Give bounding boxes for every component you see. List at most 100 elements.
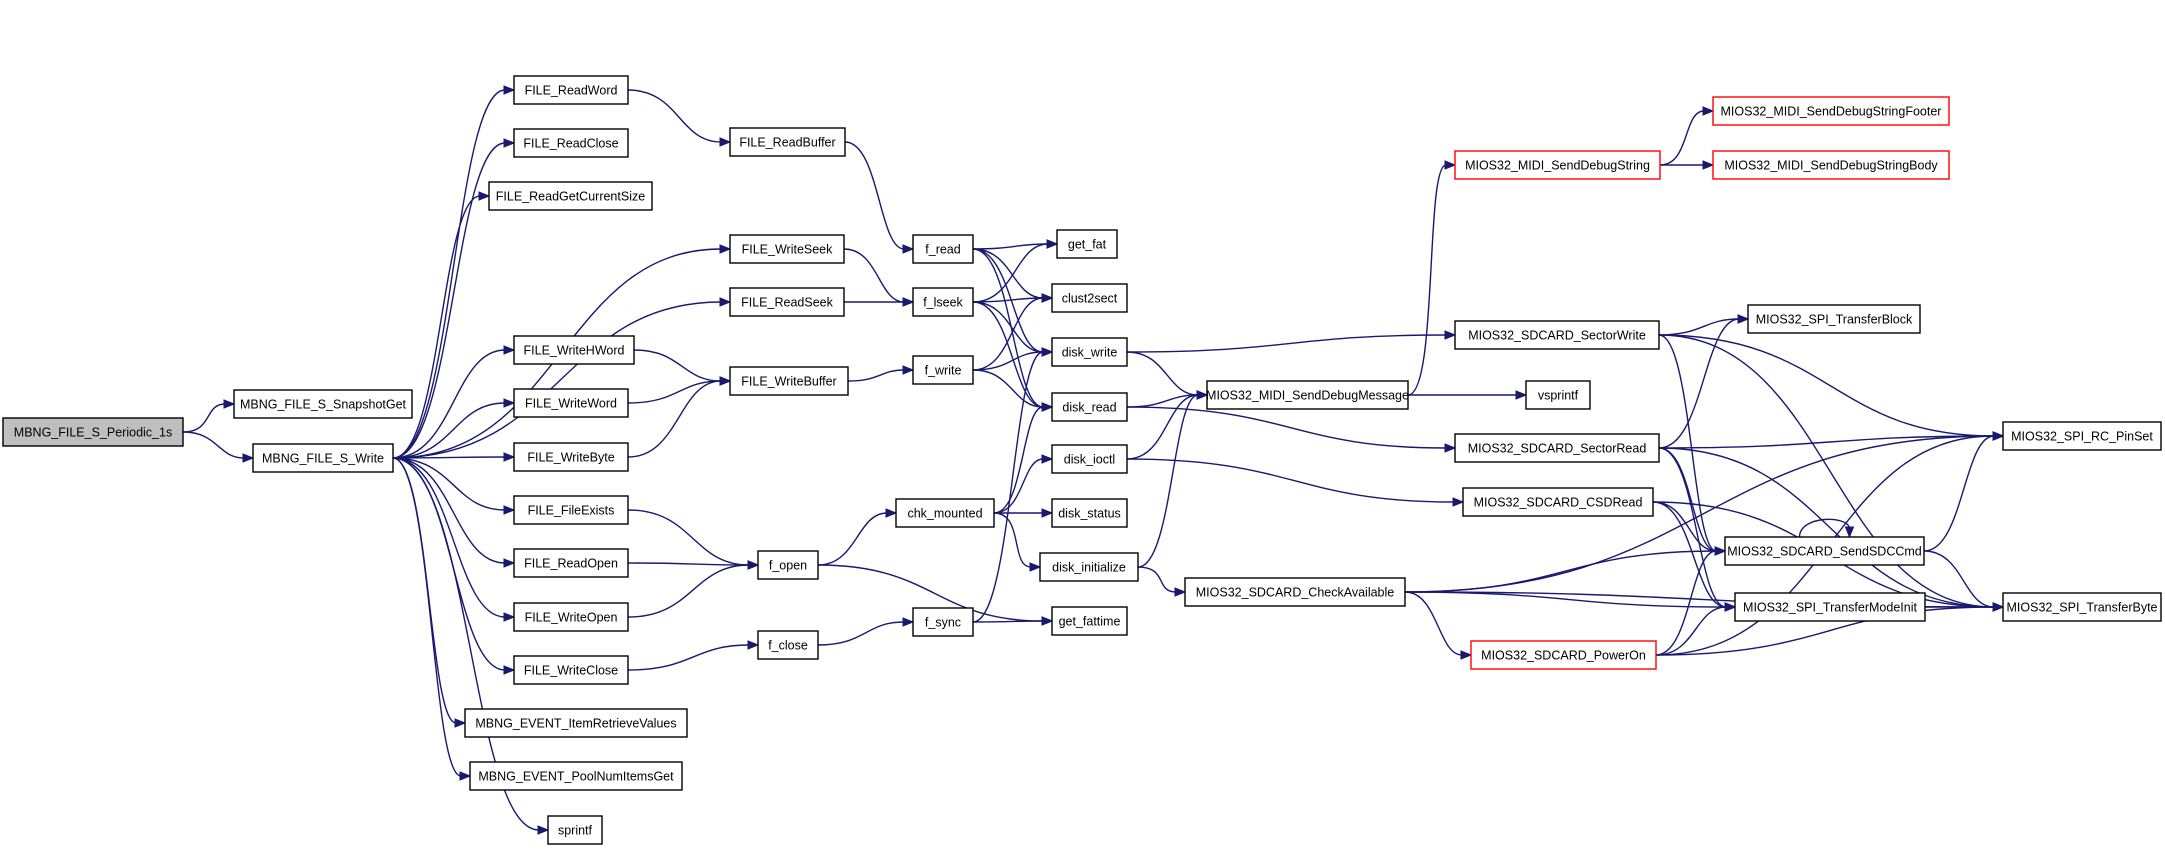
edge-path	[392, 457, 506, 618]
node-poolnum[interactable]: MBNG_EVENT_PoolNumItemsGet	[469, 761, 683, 791]
node-writebyte[interactable]: FILE_WriteByte	[513, 442, 629, 472]
node-writehword[interactable]: FILE_WriteHWord	[513, 335, 635, 365]
node-sendsdccmd[interactable]: MIOS32_SDCARD_SendSDCCmd	[1724, 536, 1925, 566]
node-fopen[interactable]: f_open	[757, 550, 819, 580]
edge-fread-to-diskread	[972, 248, 1054, 412]
edge-write-to-sprintf-arrowhead	[537, 825, 550, 835]
node-spibyte[interactable]: MIOS32_SPI_TransferByte	[2002, 592, 2162, 622]
node-checkavail[interactable]: MIOS32_SDCARD_CheckAvailable	[1184, 577, 1406, 607]
node-snapshot[interactable]: MBNG_FILE_S_SnapshotGet	[233, 389, 413, 419]
node-box	[1051, 392, 1128, 422]
node-label: FILE_WriteBuffer	[741, 375, 836, 389]
node-footer[interactable]: MIOS32_MIDI_SendDebugStringFooter	[1712, 96, 1950, 126]
edge-fopen-to-chkmounted-arrowhead	[885, 508, 898, 518]
node-clust2sect[interactable]: clust2sect	[1051, 283, 1128, 313]
node-readbuffer[interactable]: FILE_ReadBuffer	[729, 127, 846, 157]
node-readgetcur[interactable]: FILE_ReadGetCurrentSize	[488, 181, 653, 211]
edge-periodic-to-write	[182, 431, 255, 463]
node-sprintf[interactable]: sprintf	[547, 815, 603, 845]
node-diskread[interactable]: disk_read	[1051, 392, 1128, 422]
node-sectorwrite[interactable]: MIOS32_SDCARD_SectorWrite	[1454, 320, 1660, 350]
node-spipinset[interactable]: MIOS32_SPI_RC_PinSet	[2002, 421, 2162, 451]
edge-sectorread-to-spimodeinit	[1658, 447, 1737, 612]
node-readclose[interactable]: FILE_ReadClose	[513, 128, 629, 158]
node-label: MBNG_FILE_S_Periodic_1s	[14, 426, 172, 440]
edge-path	[627, 644, 750, 671]
edge-writeclose-to-fclose	[627, 640, 760, 671]
edge-diskinit-to-senddebugmsg	[1137, 390, 1209, 568]
edge-senddebugstr-to-body	[1660, 160, 1715, 170]
edge-path	[972, 351, 1044, 371]
edge-write-to-itemretrieve-arrowhead	[454, 718, 467, 728]
node-diskwrite[interactable]: disk_write	[1051, 337, 1128, 367]
node-diskstatus[interactable]: disk_status	[1051, 498, 1128, 528]
node-body[interactable]: MIOS32_MIDI_SendDebugStringBody	[1712, 150, 1950, 180]
node-spiblock[interactable]: MIOS32_SPI_TransferBlock	[1747, 304, 1921, 334]
node-label: get_fattime	[1059, 615, 1121, 629]
edge-path	[817, 621, 905, 646]
edge-fwrite-to-diskwrite	[972, 347, 1054, 371]
edge-path	[1658, 334, 1717, 552]
node-flseek[interactable]: f_lseek	[912, 287, 974, 317]
node-fclose[interactable]: f_close	[757, 630, 819, 660]
node-writeseek[interactable]: FILE_WriteSeek	[729, 234, 845, 264]
edge-diskinit-to-checkavail-arrowhead	[1174, 587, 1187, 597]
edge-fwrite-to-diskread	[972, 369, 1054, 412]
node-itemretrieve[interactable]: MBNG_EVENT_ItemRetrieveValues	[464, 708, 688, 738]
edge-path	[1658, 435, 1995, 449]
edge-path	[817, 564, 1044, 622]
node-getfat[interactable]: get_fat	[1056, 229, 1118, 259]
node-writeclose[interactable]: FILE_WriteClose	[513, 655, 629, 685]
edge-path	[1126, 394, 1199, 408]
node-poweron[interactable]: MIOS32_SDCARD_PowerOn	[1470, 640, 1657, 670]
edge-flseek-to-diskwrite	[972, 301, 1054, 357]
node-label: f_read	[925, 243, 960, 257]
node-box	[1712, 150, 1950, 180]
node-box	[1051, 337, 1128, 367]
node-diskinit[interactable]: disk_initialize	[1039, 552, 1139, 582]
node-writeword[interactable]: FILE_WriteWord	[513, 388, 629, 418]
node-writebuffer[interactable]: FILE_WriteBuffer	[729, 366, 849, 396]
node-box	[1056, 229, 1118, 259]
node-readword[interactable]: FILE_ReadWord	[513, 75, 629, 105]
node-spimodeinit[interactable]: MIOS32_SPI_TransferModeInit	[1734, 592, 1926, 622]
node-periodic[interactable]: MBNG_FILE_S_Periodic_1s	[2, 417, 184, 447]
edge-write-to-fileexists	[392, 457, 516, 515]
node-readopen[interactable]: FILE_ReadOpen	[513, 548, 629, 578]
edge-senddebugstr-to-body-arrowhead	[1702, 160, 1715, 170]
edge-path	[1652, 501, 1727, 608]
node-label: MIOS32_SPI_RC_PinSet	[2011, 430, 2153, 444]
node-label: MIOS32_SDCARD_PowerOn	[1481, 649, 1646, 663]
edge-sectorwrite-to-spibyte	[1658, 334, 2005, 612]
node-box	[2002, 421, 2162, 451]
node-sectorread[interactable]: MIOS32_SDCARD_SectorRead	[1454, 433, 1660, 463]
node-vsprintf[interactable]: vsprintf	[1525, 380, 1591, 410]
node-readseek[interactable]: FILE_ReadSeek	[729, 287, 845, 317]
edge-path	[847, 369, 905, 382]
node-fsync[interactable]: f_sync	[912, 607, 974, 637]
edge-path	[1404, 435, 1995, 593]
edge-write-to-writeword-arrowhead	[503, 398, 516, 408]
node-chkmounted[interactable]: chk_mounted	[895, 498, 995, 528]
edge-checkavail-to-spimodeinit	[1404, 591, 1737, 612]
node-writeopen[interactable]: FILE_WriteOpen	[513, 602, 629, 632]
node-senddebugmsg[interactable]: MIOS32_MIDI_SendDebugMessage	[1206, 380, 1409, 410]
edge-flseek-to-getfat	[972, 239, 1059, 303]
edge-path	[627, 380, 722, 458]
edge-readword-to-readbuffer	[627, 89, 732, 147]
node-write[interactable]: MBNG_FILE_S_Write	[252, 443, 394, 473]
node-label: f_close	[768, 639, 808, 653]
node-senddebugstr[interactable]: MIOS32_MIDI_SendDebugString	[1454, 150, 1661, 180]
node-fread[interactable]: f_read	[912, 234, 974, 264]
node-csdread[interactable]: MIOS32_SDCARD_CSDRead	[1462, 487, 1654, 517]
node-fwrite[interactable]: f_write	[912, 355, 974, 385]
node-label: disk_read	[1062, 401, 1116, 415]
node-diskioctl[interactable]: disk_ioctl	[1051, 444, 1128, 474]
edge-diskinit-to-checkavail	[1137, 566, 1187, 597]
node-box	[729, 366, 849, 396]
node-box	[1470, 640, 1657, 670]
node-box	[513, 128, 629, 158]
edge-write-to-readseek	[392, 297, 732, 459]
node-fileexists[interactable]: FILE_FileExists	[513, 495, 629, 525]
node-getfattime[interactable]: get_fattime	[1051, 606, 1128, 636]
